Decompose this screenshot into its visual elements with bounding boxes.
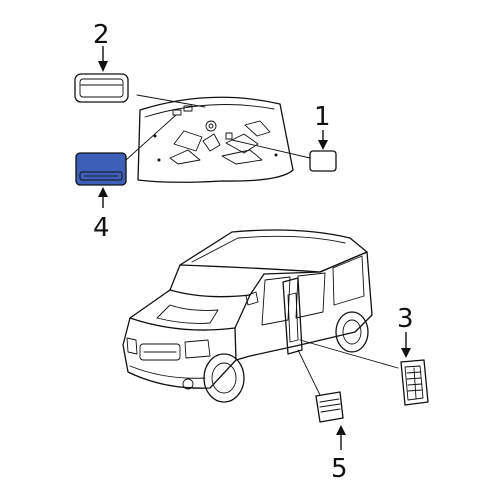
- label-2-outer: [74, 73, 129, 103]
- vehicle-rear-hub: [342, 319, 362, 345]
- hood-cutout-2: [169, 149, 201, 165]
- callout-1-arrowhead: [318, 140, 328, 150]
- leader-label-2: [136, 94, 206, 108]
- label-3-outer: [400, 359, 429, 406]
- vehicle-hood: [129, 289, 251, 331]
- leader-label-1: [231, 139, 311, 159]
- vehicle-front-wheel: [203, 353, 245, 403]
- label-part-1[interactable]: [309, 150, 337, 172]
- vehicle-open-door: [282, 277, 303, 355]
- label-part-5[interactable]: [315, 391, 344, 423]
- leader-label-5: [297, 349, 321, 396]
- label-3-line-2: [406, 377, 422, 380]
- hood-bolt-2: [153, 134, 157, 138]
- callout-5-arrowhead: [336, 425, 346, 435]
- vehicle-front: [122, 317, 237, 389]
- hood-label-spot-1: [172, 109, 182, 116]
- hood-cutout-1: [173, 130, 203, 152]
- label-5-outer: [315, 391, 344, 423]
- label-5-line-2: [319, 403, 341, 408]
- hood-latch-center: [208, 123, 214, 129]
- callout-2-arrowhead: [98, 61, 108, 72]
- label-3-inner: [404, 365, 424, 401]
- label-5-line-1: [319, 398, 340, 403]
- label-2-inner: [79, 78, 124, 98]
- vehicle-rear-wheel: [335, 311, 369, 353]
- hood-panel: [137, 96, 294, 183]
- callout-4-arrowhead: [98, 187, 108, 197]
- label-5-line-3: [320, 408, 341, 413]
- label-1-box: [309, 150, 337, 172]
- callout-4[interactable]: 4: [93, 187, 110, 243]
- vehicle-side: [235, 251, 373, 361]
- hood-label-spot-2: [183, 105, 193, 112]
- vehicle-bumper-line: [129, 365, 206, 379]
- hood-bolt-3: [274, 153, 278, 157]
- callout-1-number: 1: [314, 102, 331, 132]
- vehicle-quarter-window: [332, 255, 365, 306]
- hood-bolt-1: [157, 158, 161, 162]
- label-part-4[interactable]: [75, 152, 127, 186]
- hood-label-spot-3: [225, 132, 233, 140]
- callout-4-number: 4: [93, 213, 110, 243]
- label-3-line-4: [407, 389, 423, 392]
- vehicle-front-window: [261, 276, 291, 326]
- vehicle-foglight: [182, 378, 194, 390]
- hood-cutout-6: [221, 149, 263, 165]
- hood-cutout-5: [244, 120, 271, 137]
- vehicle-roof-rail: [191, 235, 346, 263]
- callout-5-number: 5: [331, 454, 348, 484]
- vehicle-hood-scoop: [156, 304, 219, 324]
- leader-label-4: [125, 114, 177, 161]
- vehicle-windshield: [169, 264, 265, 298]
- label-part-3[interactable]: [400, 359, 429, 406]
- callout-3[interactable]: 3: [397, 304, 414, 358]
- callout-5[interactable]: 5: [331, 425, 348, 484]
- hood-latch: [205, 120, 217, 132]
- hood-inner-edge: [144, 104, 275, 118]
- label-part-2[interactable]: [74, 73, 129, 103]
- hood-cutout-4: [225, 133, 259, 154]
- vehicle-door-jamb: [287, 292, 299, 343]
- callout-2-number: 2: [93, 20, 110, 50]
- label-4-highlighted: [75, 152, 127, 186]
- vehicle: [122, 229, 373, 403]
- vehicle-mirror: [245, 291, 259, 306]
- vehicle-grille: [139, 343, 181, 361]
- label-3-column: [413, 367, 417, 399]
- hood-outline: [137, 96, 294, 183]
- leader-label-3: [299, 339, 399, 369]
- callout-3-number: 3: [397, 304, 414, 334]
- callout-3-arrowhead: [401, 348, 411, 358]
- vehicle-headlight-left: [126, 337, 138, 355]
- vehicle-headlight-right: [184, 339, 211, 359]
- callout-2[interactable]: 2: [93, 20, 110, 72]
- hood-cutout-3: [202, 133, 221, 152]
- vehicle-front-hub: [211, 362, 237, 394]
- label-4-stripe: [79, 171, 123, 181]
- callout-1[interactable]: 1: [314, 102, 331, 150]
